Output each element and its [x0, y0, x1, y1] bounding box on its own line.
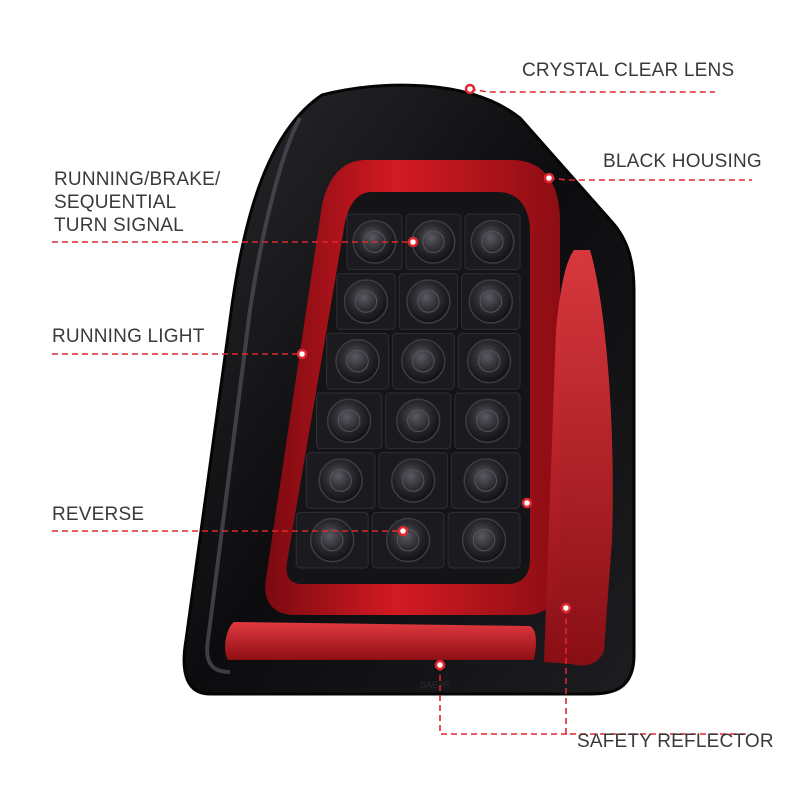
dot-crystal-clear-lens	[464, 83, 476, 95]
led-bulb	[465, 398, 510, 444]
led-ring	[396, 528, 420, 552]
dot-running-light-side	[521, 497, 533, 509]
dot-running-light	[296, 348, 308, 360]
led-bulb	[343, 279, 389, 324]
led-ring	[474, 469, 497, 492]
led-ring	[346, 349, 369, 373]
led-bulb	[411, 219, 456, 264]
led-bulb	[406, 279, 451, 324]
label-line: TURN SIGNAL	[54, 215, 184, 236]
led-bulb	[466, 338, 512, 384]
leader-safety-reflector-bottom	[439, 665, 568, 735]
led-bulb	[401, 338, 446, 384]
led-bulb	[470, 219, 515, 264]
callout-dots	[296, 83, 572, 671]
dot-reverse	[397, 525, 409, 537]
led-ring	[354, 290, 378, 313]
led-ring	[320, 528, 344, 552]
led-ring	[422, 230, 445, 253]
led-ring	[417, 290, 440, 313]
label-black-housing: BLACK HOUSING	[603, 151, 762, 172]
led-ring	[476, 409, 499, 433]
label-safety-reflector: SAFETY REFLECTOR	[577, 731, 774, 752]
lens-marking: SAE IR	[420, 679, 450, 690]
led-bulb	[463, 458, 508, 503]
dot-safety-reflector-bottom	[434, 659, 446, 671]
led-ring	[472, 528, 496, 552]
bottom-safety-reflector	[225, 622, 536, 660]
led-ring	[412, 349, 435, 373]
dot-black-housing	[543, 172, 555, 184]
dot-safety-reflector-side	[560, 602, 572, 614]
led-bulb	[390, 458, 436, 503]
led-bulb	[468, 279, 514, 324]
label-running-light: RUNNING LIGHT	[52, 326, 205, 347]
led-bulb	[335, 338, 380, 384]
led-bulb	[396, 398, 441, 444]
led-ring	[329, 469, 352, 492]
leader-black-housing	[548, 177, 752, 181]
dot-running-brake	[407, 236, 419, 248]
led-ring	[479, 290, 503, 313]
label-reverse: REVERSE	[52, 504, 145, 525]
led-ring	[401, 469, 425, 492]
led-ring	[407, 409, 430, 433]
led-bulb	[318, 458, 363, 503]
led-ring	[481, 230, 504, 253]
led-bulb	[385, 517, 431, 563]
led-ring	[337, 409, 361, 433]
leader-safety-reflector-side	[565, 608, 752, 735]
led-bulb	[309, 517, 355, 563]
label-crystal-clear-lens: CRYSTAL CLEAR LENS	[522, 60, 735, 81]
led-ring	[477, 349, 501, 373]
side-safety-reflector	[544, 250, 613, 666]
led-bulb	[326, 398, 372, 444]
led-bulb	[461, 517, 507, 563]
crystal-clear-lens	[205, 117, 302, 674]
label-running-brake-sequential: RUNNING/BRAKE/ SEQUENTIAL TURN SIGNAL	[54, 168, 220, 237]
label-line: SEQUENTIAL	[54, 192, 177, 213]
led-grid	[295, 213, 521, 569]
callout-leaders	[52, 88, 752, 735]
label-line: RUNNING/BRAKE/	[54, 169, 221, 190]
leader-crystal-clear-lens	[469, 88, 715, 93]
